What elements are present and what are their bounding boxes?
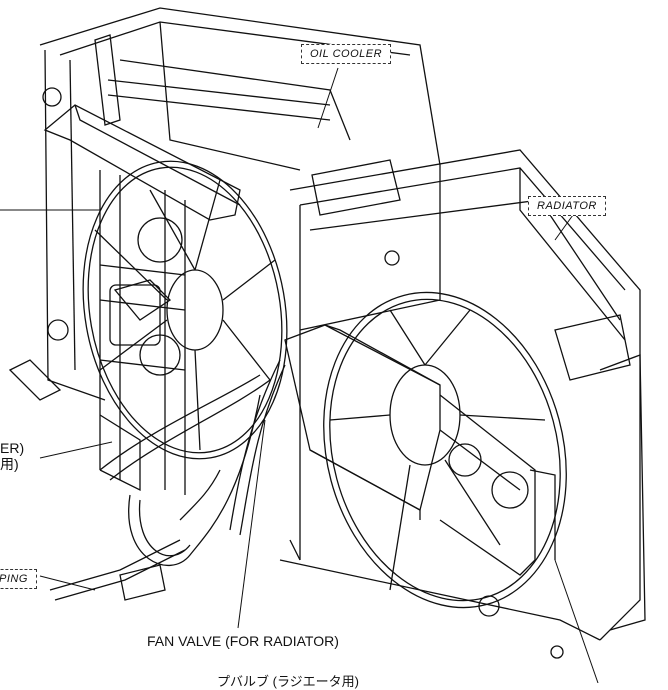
oil-cooler-frame xyxy=(8,7,441,401)
hoses xyxy=(49,359,286,601)
left-bracket xyxy=(43,104,241,495)
leader-fan-valve-radiator xyxy=(237,419,266,629)
fan-valve-left-label: ER) 用) xyxy=(0,440,24,472)
leader-lines xyxy=(0,67,599,683)
leader-oil-cooler xyxy=(317,67,339,129)
leader-left-valve xyxy=(39,441,113,459)
fan-valve-radiator-jp-label: プバルブ (ラジエータ用) xyxy=(217,674,360,689)
radiator-callout: RADIATOR xyxy=(528,196,606,216)
fan-valve-left-line2: 用) xyxy=(0,456,19,472)
leader-bottom-right xyxy=(554,559,599,683)
piping-callout: PING xyxy=(0,569,37,589)
radiator-frame xyxy=(279,149,646,659)
fan-valve-left-line1: ER) xyxy=(0,440,25,456)
valve-housing xyxy=(284,324,556,576)
fan-valve-radiator-label: FAN VALVE (FOR RADIATOR) xyxy=(147,633,339,649)
right-fan xyxy=(323,291,567,609)
leader-piping xyxy=(39,575,96,591)
oil-cooler-callout: OIL COOLER xyxy=(301,44,392,64)
